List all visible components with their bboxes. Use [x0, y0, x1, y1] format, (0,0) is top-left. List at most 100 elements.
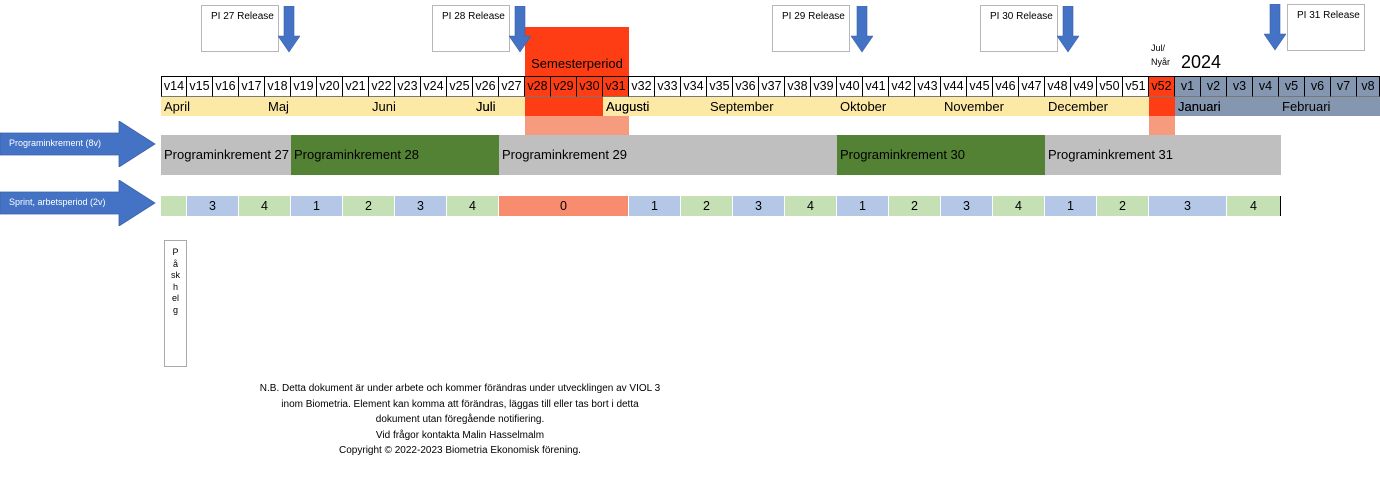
week-cell: v48 — [1045, 76, 1071, 97]
sprint-cell: 1 — [291, 196, 343, 216]
semester-block-lower — [525, 115, 629, 135]
release-arrow-icon — [1057, 6, 1079, 54]
sprint-cell — [161, 196, 187, 216]
week-cell: v37 — [759, 76, 785, 97]
week-cell: v50 — [1097, 76, 1123, 97]
week-cell: v19 — [291, 76, 317, 97]
week-cell: v25 — [447, 76, 473, 97]
month-cell: Februari — [1279, 97, 1380, 116]
week-cell: v27 — [499, 76, 525, 97]
programinkrement-arrow — [0, 121, 156, 167]
easter-box — [164, 240, 187, 367]
week-cell: v6 — [1305, 76, 1331, 97]
week-cell: v44 — [941, 76, 967, 97]
semester-label: Semesterperiod — [531, 56, 623, 71]
month-cell: September — [707, 97, 837, 116]
julnyar-month-overlay — [1149, 97, 1175, 116]
week-cell: v33 — [655, 76, 681, 97]
release-arrow-icon — [851, 6, 873, 54]
disclaimer-line: dokument utan föregående notifiering. — [375, 414, 545, 425]
disclaimer-line: inom Biometria. Element kan komma att fö… — [281, 398, 639, 410]
release-box-pi27: PI 27 Release — [201, 5, 279, 52]
sprint-cell: 2 — [681, 196, 733, 216]
julnyar-block-lower — [1149, 115, 1175, 135]
sprint-cell: 4 — [239, 196, 291, 216]
week-cell: v30 — [577, 76, 603, 97]
week-cell: v15 — [187, 76, 213, 97]
week-cell: v3 — [1227, 76, 1253, 97]
week-cell: v18 — [265, 76, 291, 97]
sprint-cell: 3 — [1149, 196, 1227, 216]
week-cell: v51 — [1123, 76, 1149, 97]
week-cell: v14 — [161, 76, 187, 97]
easter-label: Påskhelg — [171, 247, 180, 315]
week-cell: v20 — [317, 76, 343, 97]
sprint-cell: 1 — [837, 196, 889, 216]
release-box-pi29: PI 29 Release — [772, 5, 850, 52]
month-cell-label: Augusti — [606, 99, 650, 114]
week-cell: v21 — [343, 76, 369, 97]
sprint-cell: 4 — [1227, 196, 1281, 216]
sprint-cell: 3 — [395, 196, 447, 216]
julnyar-label: Jul/ Nyår — [1151, 43, 1171, 67]
sprint-cell: 3 — [941, 196, 993, 216]
program-increment-bar: Programinkrement 29 — [499, 135, 837, 175]
program-increment-bar: Programinkrement 27 — [161, 135, 291, 175]
release-box-pi31: PI 31 Release — [1287, 4, 1365, 51]
week-cell: v49 — [1071, 76, 1097, 97]
week-cell: v45 — [967, 76, 993, 97]
sprint-cell: 4 — [447, 196, 499, 216]
release-box-pi28: PI 28 Release — [432, 5, 510, 52]
disclaimer-line: Copyright © 2022-2023 Biometria Ekonomis… — [339, 445, 581, 456]
release-arrow-icon — [509, 6, 531, 54]
week-cell: v41 — [863, 76, 889, 97]
week-cell: v16 — [213, 76, 239, 97]
week-cell: v46 — [993, 76, 1019, 97]
month-cell-label: Juli — [476, 99, 496, 114]
week-cell: v23 — [395, 76, 421, 97]
program-increment-bar: Programinkrement 30 — [837, 135, 1045, 175]
sprint-cell: 1 — [1045, 196, 1097, 216]
month-cell: April — [161, 97, 265, 116]
week-cell: v43 — [915, 76, 941, 97]
release-arrow-icon — [1264, 4, 1286, 52]
week-cell: v42 — [889, 76, 915, 97]
month-cell-label: Januari — [1178, 99, 1221, 114]
release-box-pi30: PI 30 Release — [980, 5, 1058, 52]
sprint-end-line — [1280, 196, 1281, 216]
program-increment-bar: Programinkrement 28 — [291, 135, 499, 175]
month-cell: Juni — [369, 97, 473, 116]
release-arrow-icon — [278, 6, 300, 54]
sprint-cell: 4 — [993, 196, 1045, 216]
week-cell: v8 — [1357, 76, 1380, 97]
week-cell: v22 — [369, 76, 395, 97]
sprint-cell: 2 — [889, 196, 941, 216]
month-cell: December — [1045, 97, 1175, 116]
sprint-cell: 2 — [343, 196, 395, 216]
sprint-cell: 3 — [187, 196, 239, 216]
week-cell: v7 — [1331, 76, 1357, 97]
sprint-cell: 3 — [733, 196, 785, 216]
week-cell: v39 — [811, 76, 837, 97]
week-cell: v17 — [239, 76, 265, 97]
week-cell: v47 — [1019, 76, 1045, 97]
program-increment-bar: Programinkrement 31 — [1045, 135, 1281, 175]
sprint-arrow-label: Sprint, arbetsperiod (2v) — [9, 197, 106, 207]
disclaimer-line: N.B. Detta dokument är under arbete och … — [259, 383, 661, 394]
week-cell: v31 — [603, 76, 629, 97]
month-cell: Januari — [1175, 97, 1279, 116]
week-cell: v4 — [1253, 76, 1279, 97]
week-cell: v34 — [681, 76, 707, 97]
year-label: 2024 — [1181, 52, 1222, 72]
programinkrement-arrow-label: Programinkrement (8v) — [9, 138, 102, 148]
week-cell: v38 — [785, 76, 811, 97]
sprint-cell: 0 — [499, 196, 629, 216]
week-cell: v26 — [473, 76, 499, 97]
month-cell: Maj — [265, 97, 369, 116]
week-cell: v36 — [733, 76, 759, 97]
week-cell: v1 — [1175, 76, 1201, 97]
sprint-arrow — [0, 180, 156, 226]
week-cell: v35 — [707, 76, 733, 97]
semester-month-overlay — [525, 97, 603, 116]
disclaimer-line: Vid frågor kontakta Malin Hasselmalm — [375, 429, 545, 441]
